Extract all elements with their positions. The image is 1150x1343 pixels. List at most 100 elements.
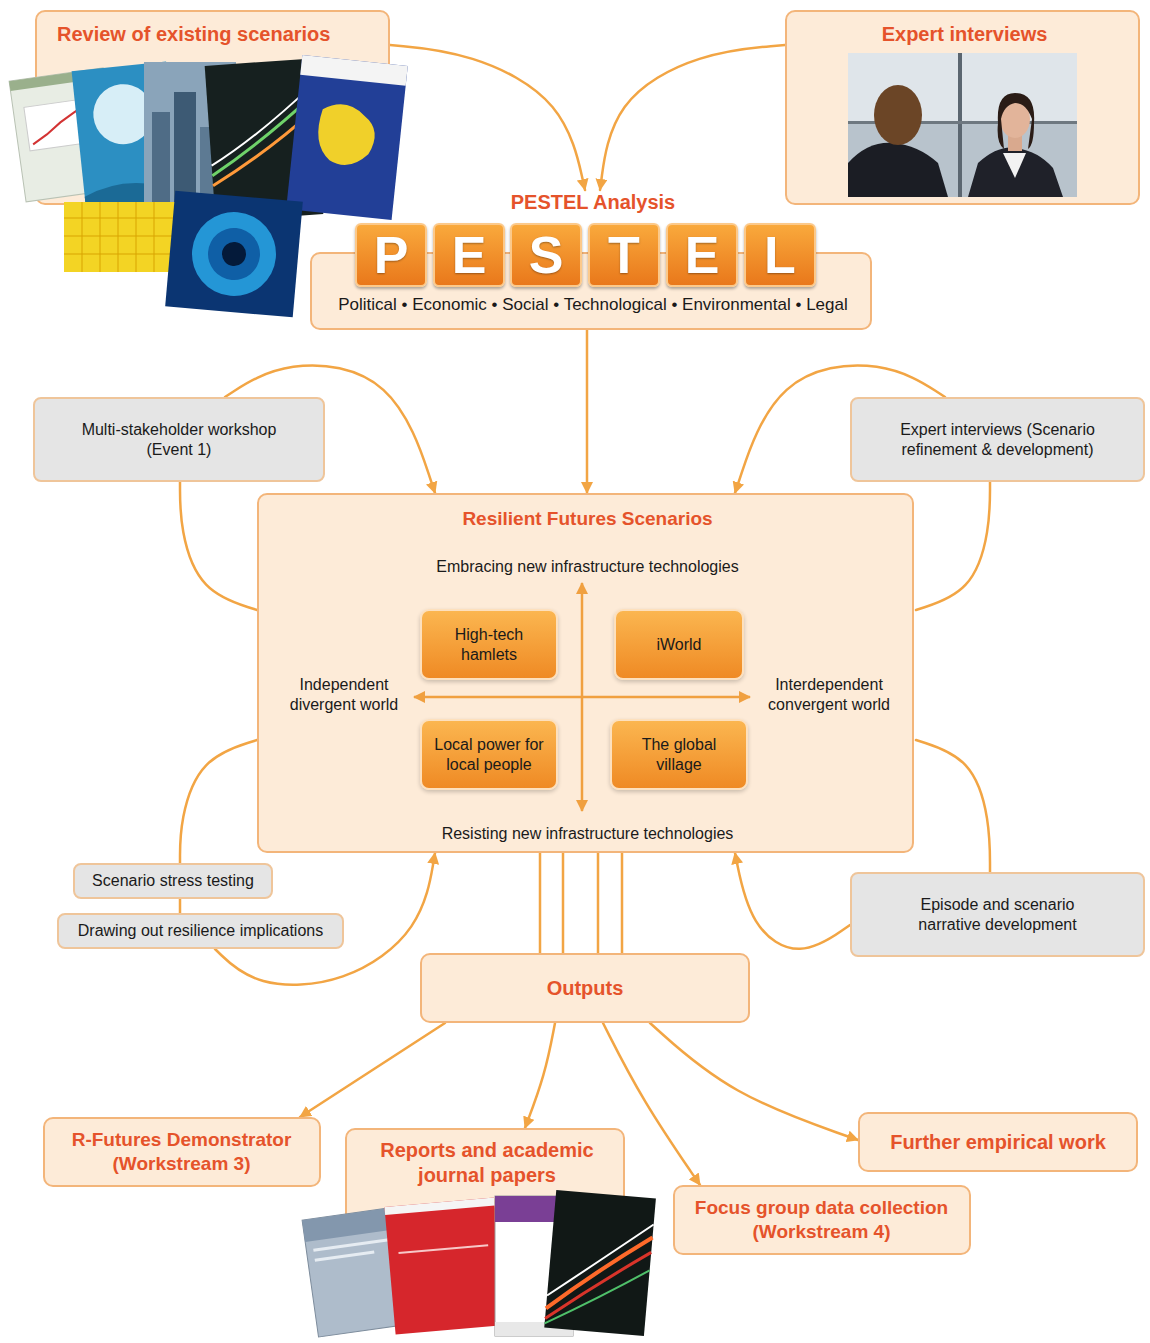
tile-letter: T (608, 229, 640, 281)
process-box: Multi-stakeholder workshop (Event 1) (33, 397, 325, 482)
book-covers-part (165, 191, 303, 318)
box-heading: Interdependent convergent world (759, 675, 899, 715)
box-label: Drawing out resilience implications (78, 921, 323, 941)
box-label: Further empirical work (890, 1130, 1106, 1155)
tile-letter: S (529, 229, 564, 281)
book-covers-part (152, 112, 170, 207)
scenario-name: Local power for local people (434, 735, 544, 775)
analysis-box: PESTELPESTEL AnalysisPolitical • Economi… (310, 252, 872, 330)
connector-line (539, 853, 542, 953)
box-heading: Independent divergent world (279, 675, 409, 715)
scenario-name: iWorld (656, 635, 701, 655)
book-covers-part (118, 202, 119, 272)
process-box: Episode and scenario narrative developme… (850, 872, 1145, 957)
journal-covers-part (315, 1250, 375, 1261)
connector-line (562, 853, 565, 953)
process-box: Expert interviews (Scenario refinement &… (850, 397, 1145, 482)
connector-arrow (525, 1023, 555, 1128)
box-label: Scenario stress testing (92, 871, 254, 891)
book-covers-part (165, 191, 303, 318)
tile-letter: E (685, 229, 720, 281)
tile-letter: L (764, 229, 796, 281)
scenario-name: High-tech hamlets (434, 625, 544, 665)
connector-line (916, 482, 990, 610)
box-heading: Political • Economic • Social • Technolo… (312, 294, 874, 315)
tile-letter: E (452, 229, 487, 281)
connector-arrow (300, 1023, 445, 1117)
box-label: Episode and scenario narrative developme… (898, 895, 1098, 935)
connector-line (916, 740, 990, 872)
letter-tile: T (588, 223, 660, 287)
connector-arrow (586, 330, 589, 493)
connector-line (180, 740, 257, 863)
journal-covers-part (546, 1229, 653, 1317)
scenario-name: The global village (624, 735, 734, 775)
box-label: Focus group data collection (Workstream … (687, 1196, 957, 1244)
journal-covers-part (384, 1197, 494, 1215)
connector-line (597, 853, 600, 953)
journal-covers-part (384, 1197, 505, 1334)
letter-tile: L (744, 223, 816, 287)
book-covers-part (100, 202, 101, 272)
source-panel: Review of existing scenarios (35, 10, 390, 205)
scenario-axes (257, 493, 914, 853)
connector-line (179, 899, 182, 913)
book-covers-part (64, 202, 176, 272)
book-covers-part (136, 202, 137, 272)
interview-photo-part (848, 143, 948, 197)
process-box: Drawing out resilience implications (57, 913, 344, 949)
book-covers-part (64, 218, 176, 219)
interview-photo-part (848, 53, 1077, 197)
book-covers-part (206, 226, 262, 282)
box-heading: Review of existing scenarios (57, 22, 387, 47)
letter-tile: S (510, 223, 582, 287)
output-box: Reports and academic journal papers (345, 1128, 625, 1248)
interview-photo-part (874, 85, 922, 145)
box-label: Outputs (547, 976, 624, 1001)
box-heading: Resilient Futures Scenarios (259, 507, 916, 531)
connector-line (180, 482, 257, 610)
scenario-matrix: High-tech hamlets iWorldLocal power for l… (257, 493, 914, 853)
scenario-tile: The global village (610, 719, 748, 790)
journal-covers-part (302, 1207, 399, 1242)
scenario-axes-part (414, 696, 750, 699)
interview-photo-part (1003, 153, 1026, 178)
book-covers-part (64, 254, 176, 255)
scenario-tile: High-tech hamlets (420, 609, 558, 680)
output-box: Focus group data collection (Workstream … (673, 1185, 971, 1255)
process-box: Scenario stress testing (73, 863, 273, 899)
book-covers-part (315, 102, 378, 168)
book-covers-part (82, 202, 83, 272)
box-label: Multi-stakeholder workshop (Event 1) (64, 420, 294, 460)
journal-covers-part (384, 1197, 505, 1334)
interview-photo-part (958, 53, 962, 197)
box-label: Expert interviews (Scenario refinement &… (888, 420, 1108, 460)
box-heading: Embracing new infrastructure technologie… (259, 557, 916, 577)
journal-covers-part (544, 1190, 656, 1336)
book-covers-part (221, 241, 247, 267)
book-covers-part (188, 208, 279, 299)
tile-letter: P (374, 229, 409, 281)
source-panel: Expert interviews (785, 10, 1140, 205)
journal-covers (295, 1188, 660, 1340)
journal-covers-part (547, 1216, 654, 1304)
connector-arrow (600, 45, 785, 190)
connector-arrow (735, 853, 850, 949)
box-heading: Resisting new infrastructure technologie… (259, 824, 916, 844)
box-heading: Expert interviews (787, 22, 1142, 47)
box-heading: Reports and academic journal papers (347, 1138, 627, 1188)
box-label: R-Futures Demonstrator (Workstream 3) (57, 1128, 307, 1176)
journal-covers-part (545, 1262, 650, 1332)
journal-covers-part (398, 1244, 488, 1254)
connector-arrow (390, 45, 585, 190)
interview-photo-part (968, 148, 1063, 197)
book-covers-part (154, 202, 155, 272)
journal-covers-part (313, 1238, 393, 1252)
interview-photo-part (998, 93, 1035, 149)
connector-arrow (650, 1023, 858, 1140)
book-covers-part (286, 55, 408, 220)
book-covers-part (64, 236, 176, 237)
box-heading: PESTEL Analysis (312, 190, 874, 215)
letter-tile: E (666, 223, 738, 287)
